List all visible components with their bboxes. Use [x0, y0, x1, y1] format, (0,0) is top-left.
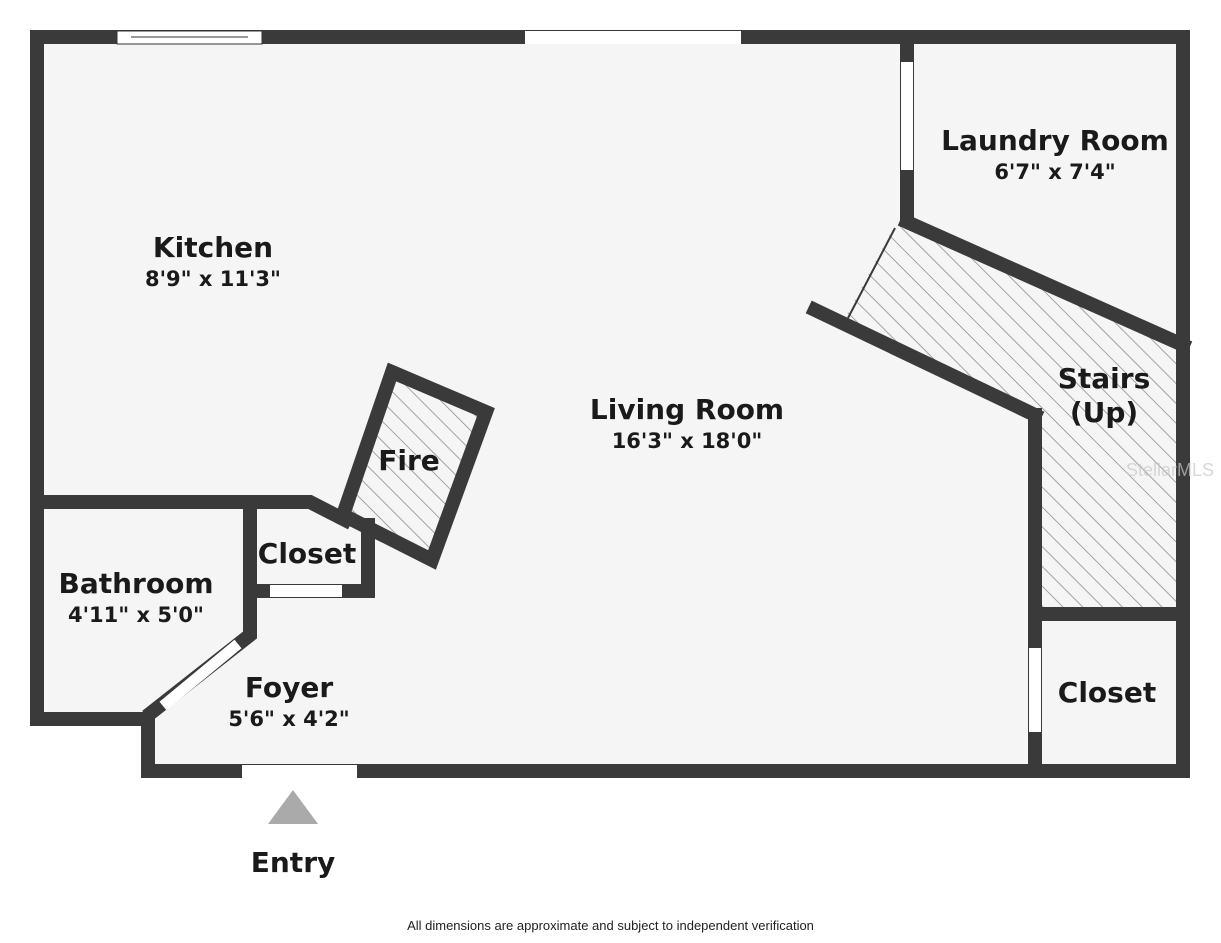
room-name: Stairs [1057, 362, 1151, 395]
room-dim: 5'6" x 4'2" [228, 707, 350, 731]
entry-label: Entry [250, 846, 336, 879]
fireplace: Fire [378, 444, 440, 478]
windows-doors [116, 30, 1041, 778]
room-name: Fire [378, 444, 440, 477]
room-closet: Closet [258, 537, 356, 571]
room-name: Closet [257, 537, 357, 570]
room-dim: (Up) [1069, 396, 1139, 429]
room-dim: 6'7" x 7'4" [994, 160, 1116, 184]
entry-arrow-icon [268, 790, 318, 824]
room-name: Living Room [589, 393, 785, 426]
room-name: Bathroom [58, 567, 214, 600]
room-dim: 8'9" x 11'3" [145, 267, 281, 291]
room-foyer: Foyer 5'6" x 4'2" [228, 671, 349, 733]
room-dim: 4'11" x 5'0" [68, 603, 204, 627]
room-kitchen: Kitchen 8'9" x 11'3" [145, 231, 281, 293]
room-name: Laundry Room [941, 124, 1169, 157]
footer-disclaimer: All dimensions are approximate and subje… [407, 918, 814, 933]
room-laundry: Laundry Room 6'7" x 7'4" [941, 124, 1169, 186]
room-name: Kitchen [152, 231, 274, 264]
room-stairs: Stairs(Up) [1058, 362, 1151, 430]
room-closet-2: Closet [1058, 676, 1156, 710]
room-name: Closet [1057, 676, 1157, 709]
stairs-hatch [845, 225, 1183, 614]
watermark: StellarMLS [1126, 460, 1215, 480]
room-bathroom: Bathroom 4'11" x 5'0" [58, 567, 213, 629]
room-name: Foyer [244, 671, 334, 704]
room-living-room: Living Room 16'3" x 18'0" [590, 393, 784, 455]
room-dim: 16'3" x 18'0" [611, 429, 763, 453]
